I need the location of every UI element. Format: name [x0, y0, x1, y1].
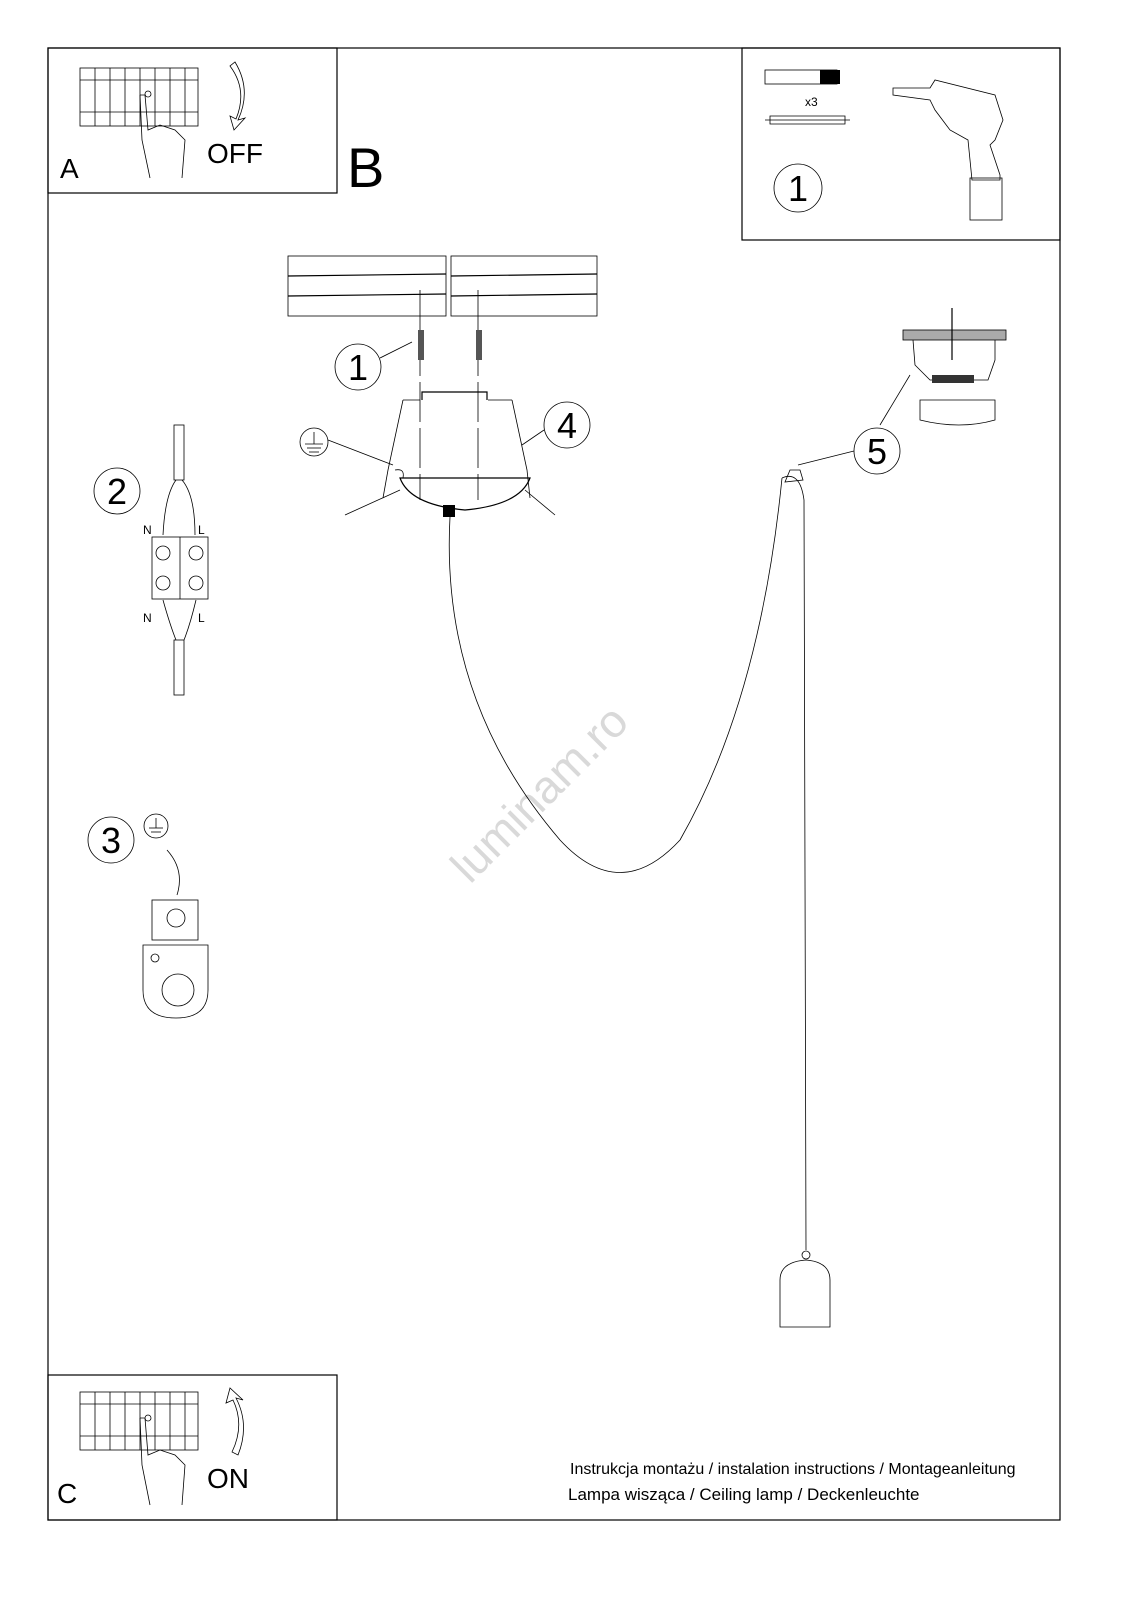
step-circle: [543, 401, 591, 449]
off-label: OFF: [207, 138, 263, 169]
panel-c-letter: C: [57, 1478, 77, 1509]
ceiling-illustration: [287, 255, 598, 500]
arrow-up-icon: [225, 1387, 244, 1456]
step-3-number: 3: [101, 820, 121, 861]
step-circle: [93, 467, 141, 515]
footer-instructions-title: Instrukcja montażu / instalation instruc…: [570, 1461, 1016, 1478]
watermark: luminam.ro: [440, 694, 638, 892]
live-label: L: [198, 611, 205, 625]
ground-terminal-illustration: [142, 849, 209, 1019]
wall-plug-and-screw-illustration: [764, 69, 850, 125]
canopy-illustration: [344, 391, 556, 517]
panel-a-frame: [47, 47, 338, 194]
panel-c-frame: [47, 1374, 338, 1521]
tools-step-number: 1: [788, 168, 808, 209]
step-circle: [87, 816, 135, 864]
step-2-number: 2: [107, 471, 127, 512]
ground-icon: [299, 427, 394, 466]
page-frame: [47, 47, 1061, 1521]
footer-product-name: Lampa wisząca / Ceiling lamp / Deckenleu…: [568, 1485, 920, 1504]
step-4-number: 4: [557, 405, 577, 446]
breaker-panel-on-illustration: [79, 1391, 199, 1506]
step-5-number: 5: [867, 431, 887, 472]
ground-icon: [143, 813, 169, 839]
on-label: ON: [207, 1463, 249, 1494]
neutral-label: N: [143, 611, 152, 625]
arrow-down-icon: [229, 61, 247, 131]
live-label: L: [198, 523, 205, 537]
cable-grip-detail-illustration: [879, 308, 1007, 426]
quantity-label: x3: [805, 95, 818, 109]
lamp-holder-illustration: [779, 1250, 831, 1328]
step-1-number: 1: [348, 347, 368, 388]
breaker-panel-off-illustration: [79, 67, 199, 179]
neutral-label: N: [143, 523, 152, 537]
terminal-block-illustration: [151, 424, 209, 696]
drill-icon: [892, 79, 1004, 221]
cable: [448, 477, 783, 873]
step-circle: [334, 343, 382, 391]
panel-b-letter: B: [347, 136, 384, 199]
tools-panel-frame: [741, 47, 1061, 241]
panel-a-letter: A: [60, 153, 79, 184]
step-circle: [773, 163, 823, 213]
